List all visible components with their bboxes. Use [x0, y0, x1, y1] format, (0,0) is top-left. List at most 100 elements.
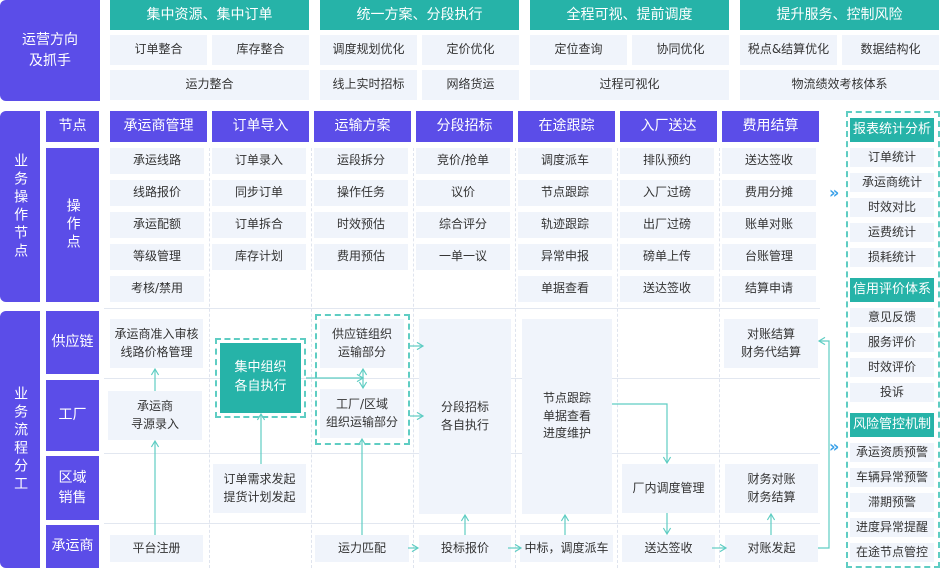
operations-label: 业务操作节点 [0, 111, 40, 302]
strategy-group-title: 全程可视、提前调度 [530, 0, 729, 30]
strategy-item: 税点&结算优化 [740, 35, 837, 65]
operation-item: 考核/禁用 [110, 276, 204, 302]
side-section-item: 承运商统计 [850, 173, 934, 192]
role-label: 供应链 [46, 311, 99, 374]
operation-item: 综合评分 [416, 212, 510, 238]
side-section-item: 投诉 [850, 383, 934, 402]
operation-item: 竞价/抢单 [416, 148, 510, 174]
order-demand-box: 订单需求发起 提货计划发起 [213, 464, 306, 513]
strategy-item: 订单整合 [110, 35, 207, 65]
side-section-title: 风险管控机制 [850, 413, 934, 437]
role-label: 承运商 [46, 525, 99, 568]
side-section-item: 服务评价 [850, 333, 934, 352]
operation-item: 费用分摊 [722, 180, 816, 206]
operation-item: 排队预约 [620, 148, 714, 174]
operation-item: 同步订单 [212, 180, 306, 206]
row-divider [104, 308, 820, 309]
strategy-item: 协同优化 [632, 35, 729, 65]
operation-column-title: 分段招标 [416, 111, 513, 142]
side-section-item: 意见反馈 [850, 308, 934, 327]
side-section-item: 承运资质预警 [850, 443, 934, 462]
strategy-label: 运营方向 及抓手 [0, 0, 100, 101]
central-org-box: 集中组织 各自执行 [220, 343, 301, 413]
operation-item: 费用预估 [314, 244, 408, 270]
row-divider [104, 523, 820, 524]
carrier-audit-box: 承运商准入审核 线路价格管理 [110, 319, 203, 368]
strategy-item: 调度规划优化 [320, 35, 417, 65]
supply-transport-box: 供应链组织 运输部分 [320, 319, 404, 368]
finance-settle-box: 财务对账 财务结算 [725, 464, 818, 513]
column-divider [413, 148, 414, 568]
column-divider [719, 148, 720, 568]
role-label: 区域 销售 [46, 456, 99, 520]
double-chevron-icon: » [829, 183, 840, 202]
operation-item: 承运线路 [110, 148, 204, 174]
operation-column-title: 承运商管理 [110, 111, 207, 142]
side-section-item: 损耗统计 [850, 248, 934, 267]
plant-dispatch-box: 厂内调度管理 [622, 464, 715, 513]
operation-item: 议价 [416, 180, 510, 206]
operation-point-label: 操作点 [46, 148, 99, 302]
operation-item: 承运配额 [110, 212, 204, 238]
operation-column-title: 入厂送达 [620, 111, 717, 142]
strategy-item: 定位查询 [530, 35, 627, 65]
side-section-item: 时效对比 [850, 198, 934, 217]
segment-bidding-box: 分段招标 各自执行 [419, 319, 511, 514]
strategy-item: 物流绩效考核体系 [740, 70, 939, 100]
flow-arrow [612, 403, 672, 465]
platform-register-box: 平台注册 [110, 535, 203, 562]
capacity-match-box: 运力匹配 [315, 535, 409, 562]
carrier-sourcing-box: 承运商 寻源录入 [108, 391, 202, 440]
flow-arrow [817, 336, 830, 549]
strategy-item: 定价优化 [422, 35, 519, 65]
operation-item: 线路报价 [110, 180, 204, 206]
side-section-title: 信用评价体系 [850, 278, 934, 302]
node-tracking-box: 节点跟踪 单据查看 进度维护 [522, 319, 612, 514]
double-chevron-icon: » [829, 437, 840, 456]
side-section-title: 报表统计分析 [850, 118, 934, 142]
operation-item: 调度派车 [518, 148, 612, 174]
factory-transport-box: 工厂/区域 组织运输部分 [320, 389, 404, 438]
side-section-item: 时效评价 [850, 358, 934, 377]
operation-item: 等级管理 [110, 244, 204, 270]
strategy-item: 数据结构化 [842, 35, 939, 65]
side-section-item: 在途节点管控 [850, 543, 934, 562]
operation-item: 订单录入 [212, 148, 306, 174]
side-section-item: 订单统计 [850, 148, 934, 167]
strategy-group-title: 提升服务、控制风险 [740, 0, 939, 30]
operation-item: 台账管理 [722, 244, 816, 270]
operation-item: 一单一议 [416, 244, 510, 270]
strategy-item: 网络货运 [422, 70, 519, 100]
reconcile-settle-box: 对账结算 财务代结算 [724, 319, 818, 368]
column-divider [209, 148, 210, 568]
operation-item: 送达签收 [620, 276, 714, 302]
operation-item: 送达签收 [722, 148, 816, 174]
strategy-item: 过程可视化 [530, 70, 729, 100]
operation-item: 库存计划 [212, 244, 306, 270]
side-section-item: 滞期预警 [850, 493, 934, 512]
strategy-item: 库存整合 [212, 35, 309, 65]
operation-column-title: 费用结算 [722, 111, 819, 142]
operation-item: 结算申请 [722, 276, 816, 302]
operation-item: 运段拆分 [314, 148, 408, 174]
strategy-item: 运力整合 [110, 70, 309, 100]
side-panel [846, 111, 940, 568]
column-divider [617, 148, 618, 568]
reconcile-start-box: 对账发起 [725, 535, 818, 562]
process-label: 业务流程分工 [0, 311, 40, 568]
role-label: 工厂 [46, 380, 99, 451]
operation-item: 时效预估 [314, 212, 408, 238]
side-section-item: 车辆异常预警 [850, 468, 934, 487]
operation-item: 单据查看 [518, 276, 612, 302]
strategy-group-title: 统一方案、分段执行 [320, 0, 519, 30]
strategy-group-title: 集中资源、集中订单 [110, 0, 309, 30]
operation-item: 异常申报 [518, 244, 612, 270]
operation-column-title: 在途跟踪 [518, 111, 615, 142]
column-divider [311, 148, 312, 568]
bid-quote-box: 投标报价 [419, 535, 511, 562]
operation-item: 账单对账 [722, 212, 816, 238]
operation-item: 入厂过磅 [620, 180, 714, 206]
delivery-sign-box: 送达签收 [622, 535, 715, 562]
operation-item: 订单拆合 [212, 212, 306, 238]
